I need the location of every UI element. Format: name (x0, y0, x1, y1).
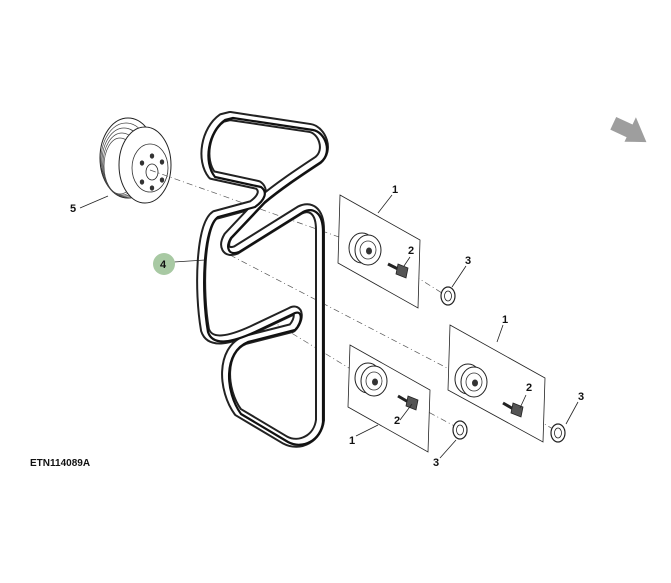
idler-group-bottom-left (347, 344, 468, 453)
arrow-down-right-icon (610, 116, 647, 143)
washer-bottom-right (550, 423, 566, 443)
callout-bolt-top: 2 (408, 245, 414, 257)
callout-washer-top: 3 (465, 255, 471, 267)
crankshaft-pulley (99, 117, 172, 204)
idler-group-bottom-right (447, 324, 566, 443)
callout-belt: 4 (153, 253, 175, 275)
callout-washer-bottom-right: 3 (578, 391, 584, 403)
callout-pulley: 5 (70, 203, 76, 215)
figure-id: ETN114089A (30, 458, 90, 469)
bolt-bottom-right (502, 401, 524, 418)
callout-idler-bottom-right: 1 (502, 314, 508, 326)
svg-text:4: 4 (160, 259, 167, 271)
svg-text:5: 5 (70, 203, 76, 215)
bolt-bottom-left (397, 394, 419, 411)
drive-belt (196, 111, 329, 448)
washer-top (440, 286, 456, 306)
callout-idler-bottom-left: 1 (349, 435, 355, 447)
leader-lines (79, 194, 579, 459)
washer-bottom-left (452, 420, 468, 440)
callout-idler-top: 1 (392, 184, 398, 196)
callout-washer-bottom-left: 3 (433, 457, 439, 469)
callout-bolt-bottom-left: 2 (394, 415, 400, 427)
callout-bolt-bottom-right: 2 (526, 382, 532, 394)
idler-group-top (337, 194, 456, 309)
bolt-top (387, 262, 409, 279)
